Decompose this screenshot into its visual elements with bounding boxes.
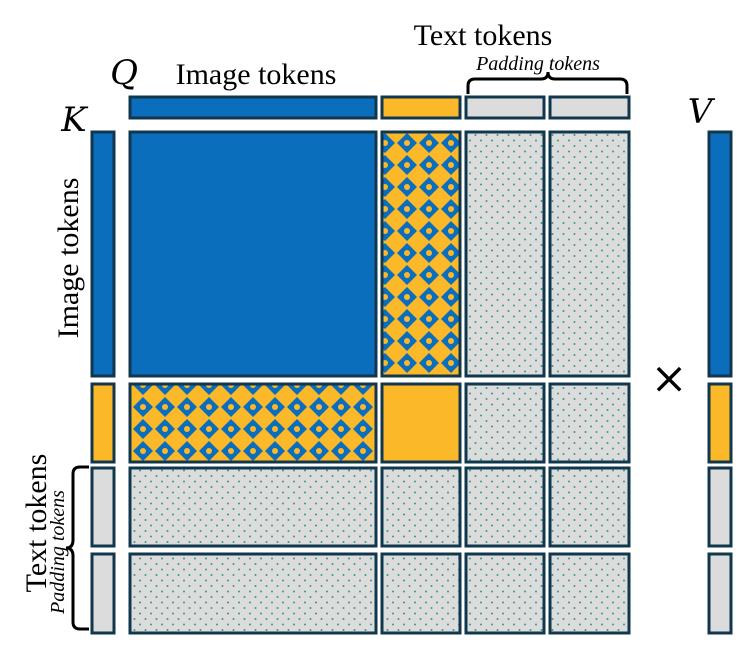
v-label: V [688, 92, 716, 132]
padding-brace-left [65, 465, 89, 631]
v-bar-text [707, 382, 733, 464]
cell-text-text [380, 382, 462, 464]
k-bar-padding-2 [90, 552, 116, 635]
cell-padding2-text [380, 552, 462, 635]
multiply-sign: × [651, 353, 688, 404]
cell-padding2-image [128, 552, 378, 635]
padding-tokens-left-label: Padding tokens [47, 490, 69, 615]
q-bar-image [128, 95, 378, 120]
cell-image-padding-2 [548, 130, 631, 378]
cell-padding1-image [128, 466, 378, 548]
text-tokens-left-label: Text tokens [20, 454, 53, 593]
k-bar-image [90, 130, 116, 378]
v-bar-padding-2 [707, 552, 733, 635]
cell-image-text [380, 130, 462, 378]
text-tokens-top-label: Text tokens [414, 19, 553, 52]
q-label: Q [110, 53, 138, 93]
k-label: K [60, 100, 89, 140]
k-bar-text [90, 382, 116, 464]
image-tokens-top-label: Image tokens [176, 58, 337, 91]
cell-text-padding-1 [464, 382, 546, 464]
cell-padding1-padding-2 [548, 466, 631, 548]
q-bar-text [380, 95, 462, 120]
image-tokens-left-label: Image tokens [52, 178, 85, 339]
padding-tokens-top-label: Padding tokens [475, 53, 600, 75]
cell-padding2-padding-2 [548, 552, 631, 635]
q-bar-padding-2 [548, 95, 631, 120]
k-bar-padding-1 [90, 466, 116, 548]
v-bar-image [707, 130, 733, 378]
cell-text-padding-2 [548, 382, 631, 464]
cell-image-padding-1 [464, 130, 546, 378]
cell-padding1-text [380, 466, 462, 548]
padding-brace-top [466, 71, 629, 94]
cell-image-image [128, 130, 378, 378]
cell-padding1-padding-1 [464, 466, 546, 548]
v-bar-padding-1 [707, 466, 733, 548]
q-bar-padding-1 [464, 95, 546, 120]
cell-padding2-padding-1 [464, 552, 546, 635]
cell-text-image [128, 382, 378, 464]
